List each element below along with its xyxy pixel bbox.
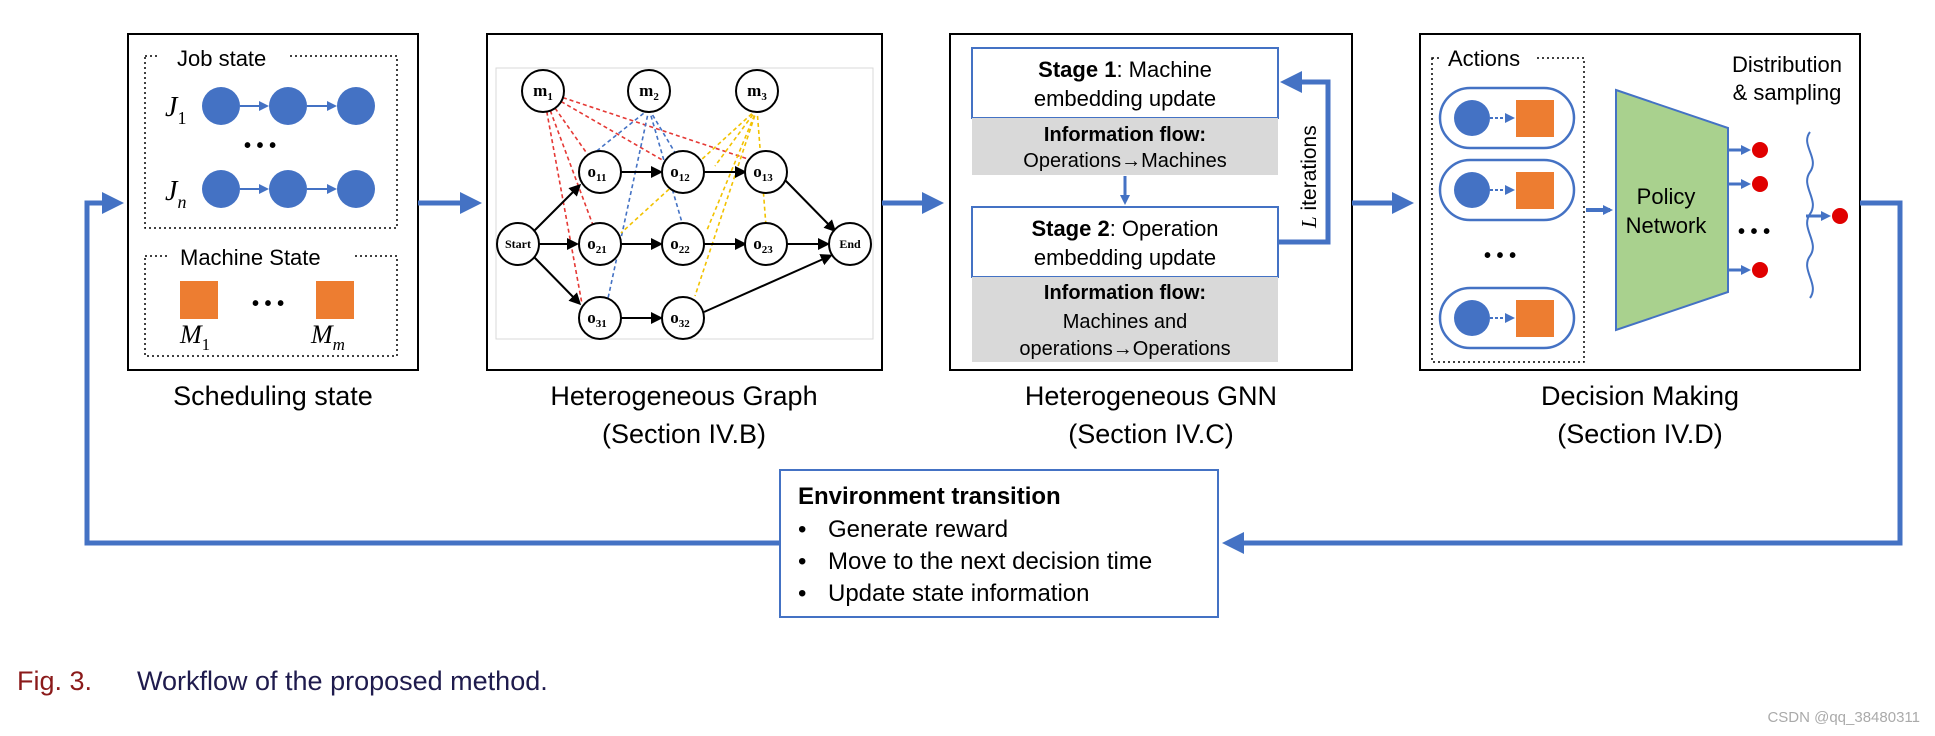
decision-caption-title: Decision Making	[1541, 381, 1739, 411]
info-flow-2-line1: Machines and	[1063, 311, 1188, 333]
operation-node: o31	[578, 296, 622, 340]
policy-network	[1615, 88, 1729, 332]
decision-making-panel: Actions • • • Policy Network Distributio…	[1419, 33, 1861, 371]
operation-node: o22	[661, 222, 705, 266]
action-probability-dot	[1752, 262, 1768, 278]
svg-text:o12: o12	[670, 162, 690, 184]
info-flow-2	[972, 277, 1278, 362]
svg-text:m2: m2	[639, 81, 659, 103]
heterogeneous-gnn-panel: Stage 1: Machine embedding update Inform…	[949, 33, 1353, 371]
figure-caption-text: Workflow of the proposed method.	[137, 666, 548, 696]
action-probability-dot	[1752, 176, 1768, 192]
action-pair	[1438, 286, 1576, 350]
svg-text:o31: o31	[587, 308, 607, 330]
info-flow-1-title: Information flow:	[1044, 124, 1206, 146]
operation-node: o21	[578, 222, 622, 266]
job-ellipsis: • • •	[244, 135, 276, 157]
figure-caption-label: Fig. 3.	[17, 666, 92, 696]
sampled-action-dot	[1832, 208, 1848, 224]
info-flow-1-text: Operations→Machines	[1023, 150, 1226, 172]
machine-node: m3	[735, 69, 779, 113]
svg-text:o13: o13	[753, 162, 773, 184]
svg-text:o11: o11	[588, 162, 607, 184]
job-label-j1: J1	[165, 92, 186, 128]
stage2-title: Stage 2: Operation	[1031, 216, 1218, 241]
start-node: Start	[496, 222, 540, 266]
stage1-title: Stage 1: Machine	[1038, 57, 1212, 82]
machine-state-label: Machine State	[180, 245, 321, 270]
iteration-loop-arrow	[1278, 71, 1331, 245]
svg-text:o32: o32	[670, 308, 690, 330]
info-flow-2-title: Information flow:	[1044, 282, 1206, 304]
graph-caption-title: Heterogeneous Graph	[550, 381, 817, 411]
job-operation-circle	[269, 87, 307, 125]
graph-caption-section: (Section IV.B)	[602, 419, 766, 449]
action-pair	[1438, 86, 1576, 150]
job-operation-circle	[202, 87, 240, 125]
job-row-1	[202, 87, 375, 125]
svg-text:Start: Start	[505, 237, 531, 251]
machine-node: m2	[627, 69, 671, 113]
policy-network-line1: Policy	[1637, 184, 1696, 209]
stage2-subtitle: embedding update	[1034, 245, 1216, 270]
actions-label: Actions	[1448, 46, 1520, 71]
action-pair	[1438, 158, 1576, 222]
feedback-loop-arrow	[1230, 200, 1903, 546]
svg-text:End: End	[839, 237, 861, 251]
sampling-brace	[1806, 131, 1814, 299]
environment-transition-box: Environment transition •Generate reward …	[779, 469, 1219, 618]
svg-text:o21: o21	[587, 234, 607, 256]
distribution-line2: & sampling	[1733, 80, 1842, 105]
job-label-jn: Jn	[165, 176, 186, 212]
flow-arrows	[84, 192, 1903, 554]
job-operation-circle	[202, 170, 240, 208]
job-row-n	[202, 170, 375, 208]
distribution-line1: Distribution	[1732, 52, 1842, 77]
machine-square	[316, 281, 354, 319]
gnn-caption-section: (Section IV.C)	[1068, 419, 1234, 449]
gnn-caption-title: Heterogeneous GNN	[1025, 381, 1277, 411]
job-operation-circle	[337, 170, 375, 208]
operation-node: o12	[661, 150, 705, 194]
stage1-subtitle: embedding update	[1034, 86, 1216, 111]
scheduling-state-panel: Job state J1 • • • Jn Machine State • • …	[127, 33, 419, 371]
operation-node: o13	[744, 150, 788, 194]
svg-text:o23: o23	[753, 234, 773, 256]
info-flow-2-line2: operations→Operations	[1019, 338, 1230, 360]
watermark: CSDN @qq_38480311	[1767, 709, 1920, 726]
operation-node: o11	[578, 150, 622, 194]
iterations-label: L iterations	[1297, 125, 1321, 229]
operation-node: o32	[661, 296, 705, 340]
policy-network-line2: Network	[1626, 213, 1708, 238]
job-operation-circle	[269, 170, 307, 208]
output-ellipsis: • • •	[1738, 221, 1770, 243]
job-operation-circle	[337, 87, 375, 125]
environment-bullet-3: •Update state information	[798, 580, 1089, 607]
decision-caption-section: (Section IV.D)	[1557, 419, 1723, 449]
end-node: End	[828, 222, 872, 266]
machine-square	[180, 281, 218, 319]
scheduling-state-caption: Scheduling state	[173, 381, 373, 411]
machine-node: m1	[521, 69, 565, 113]
svg-text:m1: m1	[533, 81, 553, 103]
svg-text:o22: o22	[670, 234, 690, 256]
precedence-arcs	[533, 166, 837, 324]
machine-ellipsis: • • •	[252, 293, 284, 315]
environment-bullet-2: •Move to the next decision time	[798, 548, 1152, 575]
job-state-label: Job state	[177, 46, 266, 71]
operation-node: o23	[744, 222, 788, 266]
action-probability-dot	[1752, 142, 1768, 158]
svg-text:m3: m3	[747, 81, 767, 103]
info-flow-1	[972, 118, 1278, 175]
heterogeneous-graph-panel: m1 m2 m3 Start End o11 o12	[486, 33, 883, 371]
machine-label-m1: M1	[179, 320, 210, 354]
machine-label-mm: Mm	[310, 320, 345, 354]
action-ellipsis: • • •	[1484, 245, 1516, 267]
environment-title: Environment transition	[798, 483, 1061, 510]
environment-bullet-1: •Generate reward	[798, 516, 1008, 543]
